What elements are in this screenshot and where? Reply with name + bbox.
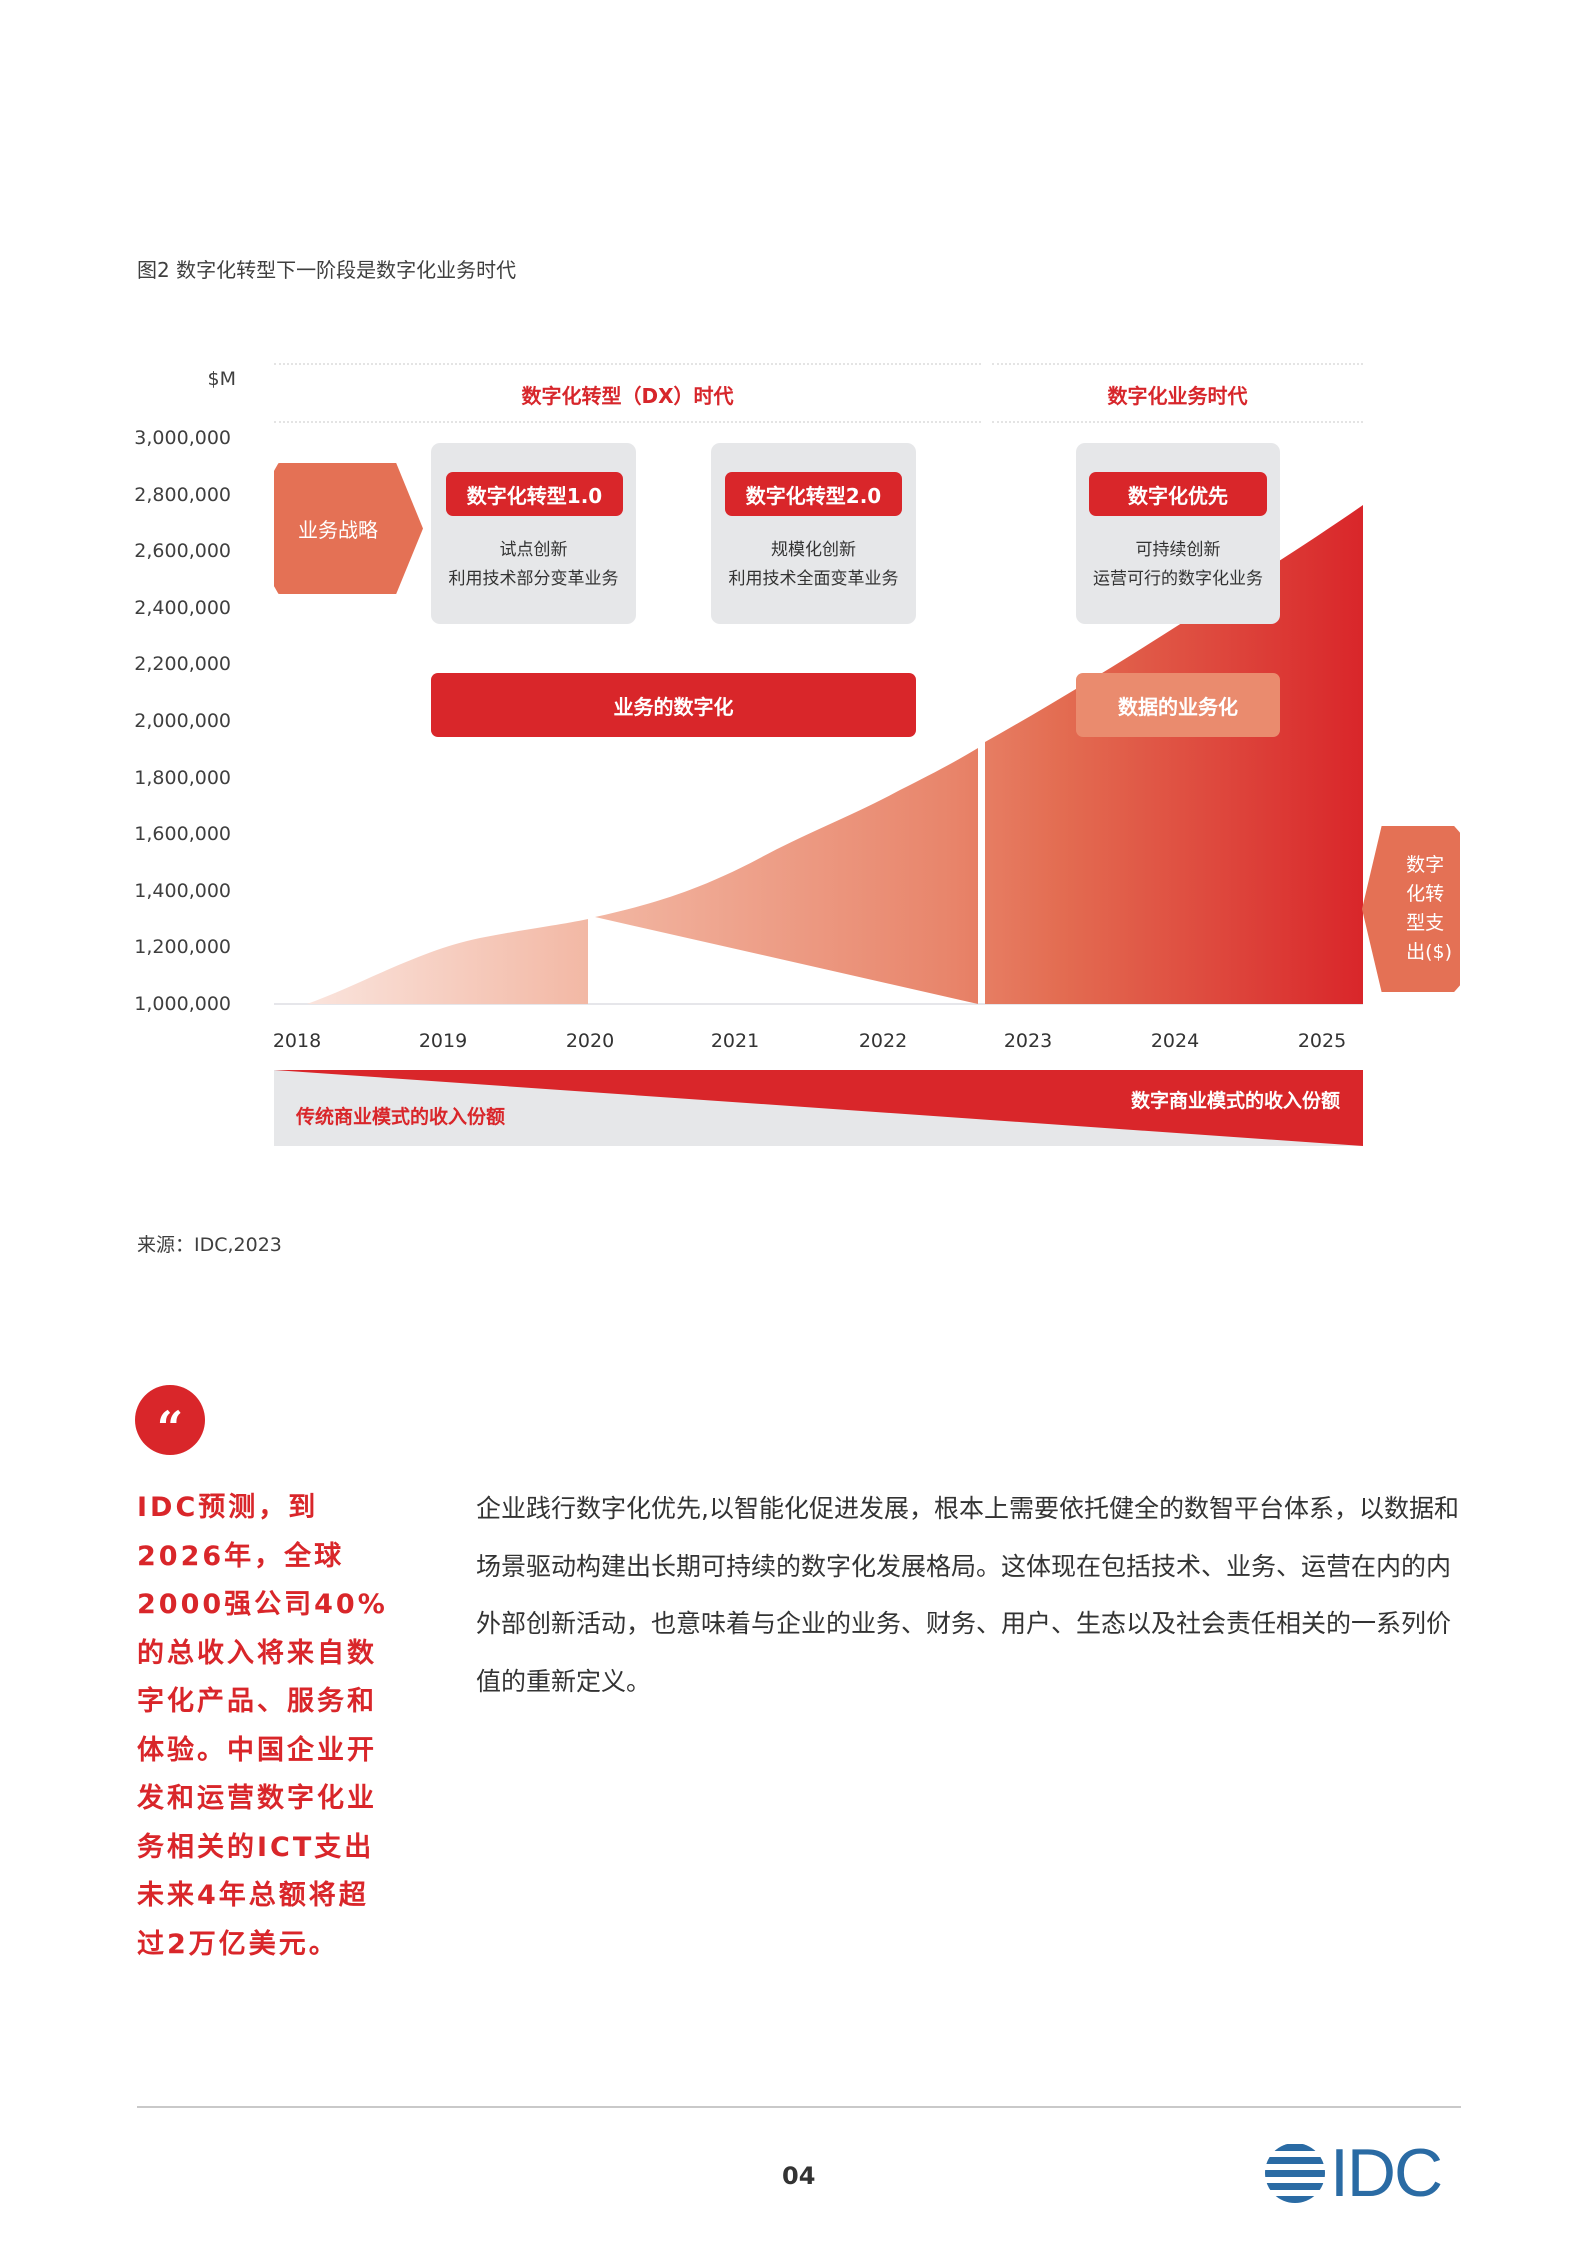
quote-icon: “	[135, 1385, 205, 1455]
y-tick: 2,400,000	[134, 597, 231, 619]
digital-share-label: 数字商业模式的收入份额	[1130, 1090, 1340, 1112]
stage-title-digital-first: 数字化优先	[1089, 472, 1267, 516]
spend-label-line: 化转	[1406, 883, 1445, 905]
stage-desc-line: 试点创新	[499, 540, 568, 560]
y-tick: 2,600,000	[134, 540, 231, 562]
area-segment-2020-2022	[595, 748, 978, 1004]
y-tick: 1,600,000	[134, 823, 231, 845]
spend-label-line: 数字	[1406, 854, 1445, 876]
area-segment-2018-2020	[307, 919, 588, 1004]
business-strategy-label: 业务战略	[298, 518, 378, 542]
stage-desc-line: 利用技术部分变革业务	[448, 569, 619, 589]
page-number: 04	[782, 2162, 816, 2190]
revenue-share-band	[274, 1070, 1363, 1146]
traditional-share-label: 传统商业模式的收入份额	[296, 1106, 506, 1128]
stage-desc-line: 运营可行的数字化业务	[1093, 569, 1263, 589]
stage-desc-digital-first: 可持续创新 运营可行的数字化业务	[1076, 536, 1280, 594]
area-chart	[274, 505, 1363, 1005]
stage-title-dx2: 数字化转型2.0	[725, 472, 902, 516]
stage-desc-line: 可持续创新	[1135, 540, 1221, 560]
era-divider	[992, 421, 1363, 423]
footer-divider	[137, 2106, 1461, 2108]
spend-label-line: 型支	[1406, 912, 1445, 934]
x-tick: 2023	[1003, 1030, 1053, 1052]
x-tick: 2025	[1297, 1030, 1347, 1052]
era-divider	[274, 363, 981, 365]
area-segment-2023-2025	[985, 505, 1363, 1004]
figure-source: 来源：IDC,2023	[137, 1234, 282, 1256]
y-axis-unit: $M	[207, 368, 236, 390]
y-tick: 1,800,000	[134, 767, 231, 789]
stage-desc-line: 利用技术全面变革业务	[728, 569, 899, 589]
y-tick: 2,800,000	[134, 484, 231, 506]
spend-label-line: 出($)	[1406, 941, 1452, 963]
stage-desc-dx1: 试点创新 利用技术部分变革业务	[431, 536, 636, 594]
idc-globe-icon	[1265, 2144, 1325, 2203]
spend-arrow: 数字 化转 型支 出($)	[1362, 826, 1460, 992]
stage-card-digital-first	[1076, 443, 1280, 624]
y-tick: 2,000,000	[134, 710, 231, 732]
era-divider	[274, 421, 981, 423]
x-tick: 2024	[1150, 1030, 1200, 1052]
business-strategy-arrow: 业务战略	[274, 463, 423, 594]
era-divider	[992, 363, 1363, 365]
y-tick: 1,200,000	[134, 936, 231, 958]
business-of-data-bar: 数据的业务化	[1076, 673, 1280, 737]
body-paragraph: 企业践行数字化优先,以智能化促进发展，根本上需要依托健全的数智平台体系，以数据和…	[476, 1494, 1459, 1696]
pull-quote: IDC预测，到2026年，全球2000强公司40%的总收入将来自数字化产品、服务…	[137, 1492, 388, 1960]
y-tick: 2,200,000	[134, 653, 231, 675]
y-tick: 1,400,000	[134, 880, 231, 902]
x-tick: 2022	[858, 1030, 908, 1052]
idc-logo-text: IDC	[1330, 2135, 1443, 2211]
stage-desc-line: 规模化创新	[771, 540, 856, 560]
spend-label: 数字 化转 型支 出($)	[1406, 851, 1452, 967]
idc-logo: IDC	[1264, 2135, 1443, 2211]
stage-desc-dx2: 规模化创新 利用技术全面变革业务	[711, 536, 916, 594]
x-tick: 2021	[710, 1030, 760, 1052]
x-tick: 2019	[418, 1030, 468, 1052]
y-tick: 1,000,000	[134, 993, 231, 1015]
y-tick: 3,000,000	[134, 427, 231, 449]
stage-card-dx2	[711, 443, 916, 624]
stage-card-dx1	[431, 443, 636, 624]
digitize-business-bar: 业务的数字化	[431, 673, 916, 737]
era-digital-business-label: 数字化业务时代	[1107, 384, 1248, 408]
x-tick: 2020	[565, 1030, 615, 1052]
era-dx-label: 数字化转型（DX）时代	[521, 384, 734, 408]
figure-title: 图2 数字化转型下一阶段是数字化业务时代	[137, 258, 517, 282]
x-tick: 2018	[272, 1030, 322, 1052]
stage-title-dx1: 数字化转型1.0	[446, 472, 623, 516]
